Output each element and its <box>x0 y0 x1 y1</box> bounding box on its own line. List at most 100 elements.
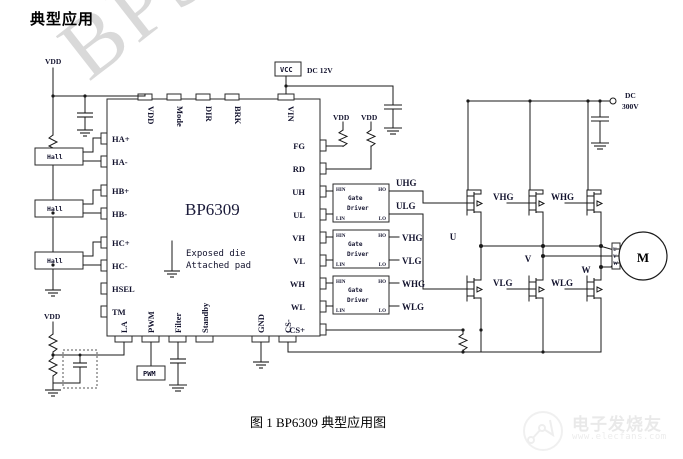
pin-right-5: VL <box>293 256 305 266</box>
pin-bottom-5: CS- <box>283 319 293 333</box>
dc12v-label: DC 12V <box>307 66 333 75</box>
pin-left-4: HC+ <box>112 238 130 248</box>
ic-label: BP6309 <box>185 200 240 219</box>
hall-sensor-a: Hall <box>34 137 102 166</box>
hall-a-label: Hall <box>47 153 63 161</box>
gate-label-wlg: WLG <box>551 278 573 288</box>
pin-left-3: HB- <box>112 209 127 219</box>
hall-b-label: Hall <box>47 205 63 213</box>
logo-mark-icon <box>523 411 563 451</box>
net-whg: WHG <box>402 279 425 289</box>
motor-terminal-w: W <box>613 262 618 267</box>
pin-right-7: WL <box>291 302 306 312</box>
gate-label-vlg: VLG <box>493 278 513 288</box>
vcc-supply: VCC DC 12V <box>274 61 402 135</box>
dc300v-line2: 300V <box>622 102 639 111</box>
pin-bottom-0: LA <box>119 320 129 333</box>
pin-left-6: HSEL <box>112 284 135 294</box>
pwm-box-label: PWM <box>143 370 156 378</box>
phase-label-v: V <box>525 254 532 264</box>
gd-u-lo: LO <box>379 217 386 222</box>
vdd-label-bottom-left: VDD <box>44 312 61 321</box>
pin-left-2: HB+ <box>112 186 129 196</box>
gd-w-lo: LO <box>379 309 386 314</box>
vdd-label-fg: VDD <box>333 113 350 122</box>
exposed-die-line2: Attached pad <box>186 261 251 271</box>
pin-left-7: TM <box>112 307 126 317</box>
pin-right-3: UL <box>293 210 305 220</box>
exposed-die-line1: Exposed die <box>186 249 246 259</box>
gd-w-lin: LIN <box>336 309 345 314</box>
phase-label-u: U <box>450 232 457 242</box>
gd-v-lin: LIN <box>336 263 345 268</box>
gd-u-hin: HIN <box>336 188 346 193</box>
pin-bottom-4: GND <box>256 314 266 333</box>
gate-label-whg: WHG <box>551 192 574 202</box>
net-vhg: VHG <box>402 233 423 243</box>
cs-sense-net <box>287 328 469 354</box>
vdd-label-top-left: VDD <box>45 57 62 66</box>
pin-bottom-2: Filter <box>173 312 183 333</box>
dc300v-line1: DC <box>625 91 636 100</box>
gate-driver-v: Gate Driver HIN HO LIN LO VHG VLG <box>325 229 423 269</box>
vcc-box-label: VCC <box>280 66 293 74</box>
pin-left-5: HC- <box>112 261 128 271</box>
gd-v-ho: HO <box>378 234 386 239</box>
fg-rd-pullups: VDD VDD <box>325 113 378 170</box>
vdd-label-rd: VDD <box>361 113 378 122</box>
pin-bottom-1: PWM <box>146 311 156 333</box>
logo-url: www.elecfans.com <box>572 432 667 442</box>
pin-right-4: VH <box>292 233 305 243</box>
gate-driver-w: Gate Driver HIN HO LIN LO WHG WLG <box>325 275 425 315</box>
phase-label-w: W <box>582 265 591 275</box>
gate-label-vhg: VHG <box>493 192 514 202</box>
net-ulg: ULG <box>396 201 416 211</box>
filter-capacitor <box>169 341 187 392</box>
ic-right-pins: FG RD UH UL VH VL WH WL CS+ <box>289 139 327 336</box>
motor-terminal-u: U <box>613 248 617 253</box>
hall-c-label: Hall <box>47 257 63 265</box>
pin-top-4: VIN <box>286 106 296 122</box>
motor-terminal-v: V <box>613 255 617 260</box>
gd-u-ho: HO <box>378 188 386 193</box>
ic-left-pins: HA+ HA- HB+ HB- HC+ HC- HSEL TM <box>100 132 135 318</box>
gd-v-title2: Driver <box>347 251 369 258</box>
gate-driver-u: Gate Driver HIN HO LIN LO UHG ULG <box>325 178 468 290</box>
gd-w-hin: HIN <box>336 280 346 285</box>
la-potentiometer-network: VDD <box>44 312 125 397</box>
net-wlg: WLG <box>402 302 424 312</box>
pin-left-1: HA- <box>112 157 128 167</box>
pin-right-2: UH <box>292 187 305 197</box>
pin-right-6: WH <box>290 279 306 289</box>
figure-caption: 图 1 BP6309 典型应用图 <box>250 415 387 430</box>
hall-sensor-b: Hall <box>34 189 102 218</box>
power-bridge: DC 300V <box>450 91 639 354</box>
pin-top-1: Mode <box>175 106 185 127</box>
motor-label: M <box>637 250 649 265</box>
net-vlg: VLG <box>402 256 422 266</box>
page-title: 典型应用 <box>30 10 95 28</box>
gd-u-title1: Gate <box>348 195 363 202</box>
ic-bottom-pins: LA PWM Filter Standby GND CS- <box>114 302 297 343</box>
pin-right-0: FG <box>293 141 305 151</box>
pin-top-2: DIR <box>204 106 214 122</box>
pin-top-3: BRK <box>233 106 243 125</box>
gnd-symbol <box>253 341 269 369</box>
pin-right-8: CS+ <box>289 325 305 335</box>
pin-top-0: VDD <box>146 106 156 124</box>
gd-u-lin: LIN <box>336 217 345 222</box>
elecfans-logo-watermark: 电子发烧友 www.elecfans.com <box>520 408 680 454</box>
gd-v-hin: HIN <box>336 234 346 239</box>
gd-w-title1: Gate <box>348 287 363 294</box>
bldc-motor: M U V W <box>611 231 668 281</box>
gd-w-title2: Driver <box>347 297 369 304</box>
gd-w-ho: HO <box>378 280 386 285</box>
logo-text: 电子发烧友 <box>572 415 662 435</box>
gd-u-title2: Driver <box>347 205 369 212</box>
net-uhg: UHG <box>396 178 417 188</box>
pin-right-1: RD <box>293 164 305 174</box>
pin-bottom-3: Standby <box>200 302 210 333</box>
gd-v-lo: LO <box>379 263 386 268</box>
